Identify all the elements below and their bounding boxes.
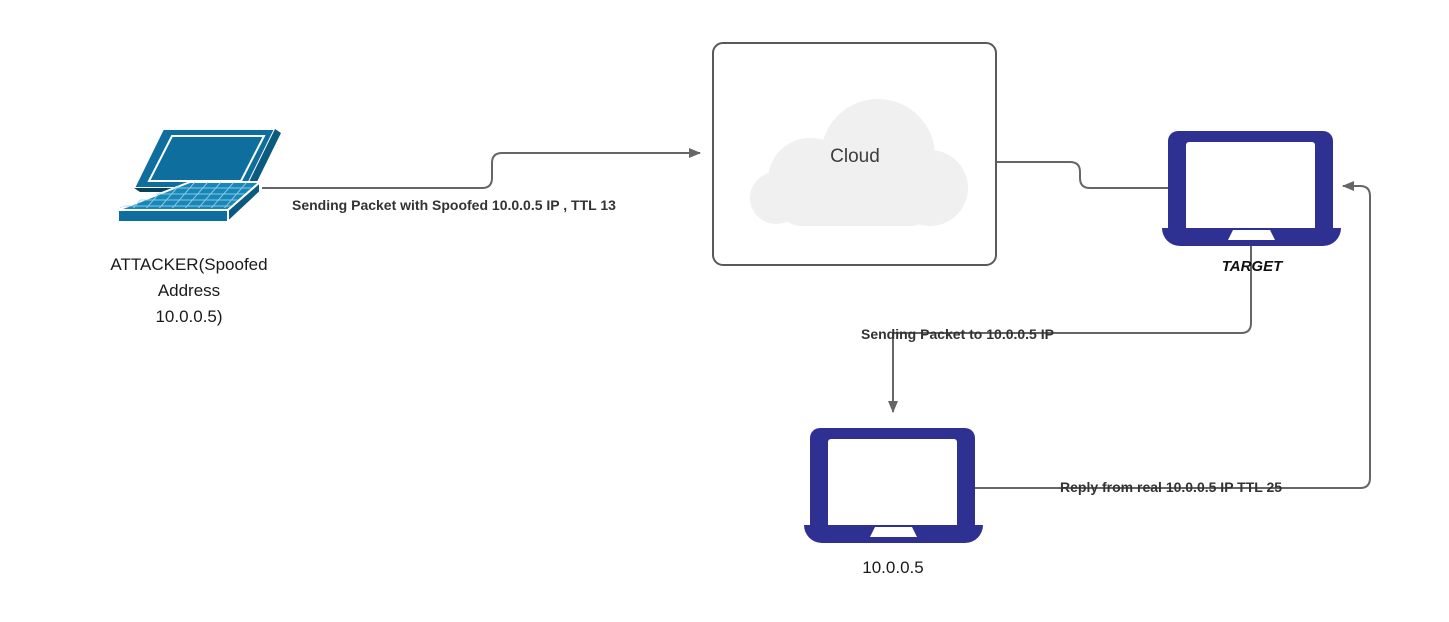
edge-label-real-host-to-target: Reply from real 10.0.0.5 IP TTL 25 xyxy=(1060,479,1282,495)
attacker-label-line-1: ATTACKER(Spoofed xyxy=(110,255,267,274)
connector-cloud-to-target xyxy=(996,161,1168,189)
edge-label-target-to-real-host: Sending Packet to 10.0.0.5 IP xyxy=(861,326,1054,342)
cloud-node[interactable]: Cloud xyxy=(712,42,997,266)
laptop-isometric-icon xyxy=(117,128,281,225)
real-host-node[interactable]: 10.0.0.5 xyxy=(804,428,983,577)
laptop-icon xyxy=(804,428,983,543)
cloud-icon xyxy=(750,99,968,226)
attacker-node[interactable]: ATTACKER(Spoofed Address 10.0.0.5) xyxy=(104,128,281,326)
attacker-label-line-3: 10.0.0.5) xyxy=(155,307,222,326)
real-host-label: 10.0.0.5 xyxy=(862,558,923,577)
connector-real-host-to-target xyxy=(975,181,1371,489)
laptop-icon xyxy=(1162,131,1341,246)
connector-target-to-real-host xyxy=(888,245,1252,413)
target-node[interactable]: TARGET xyxy=(1162,131,1341,275)
attacker-label-line-2: Address xyxy=(158,281,220,300)
cloud-label: Cloud xyxy=(830,146,880,167)
target-label: TARGET xyxy=(1222,258,1284,275)
connector-attacker-to-cloud xyxy=(262,148,701,189)
edge-label-attacker-to-cloud: Sending Packet with Spoofed 10.0.0.5 IP … xyxy=(292,197,616,213)
